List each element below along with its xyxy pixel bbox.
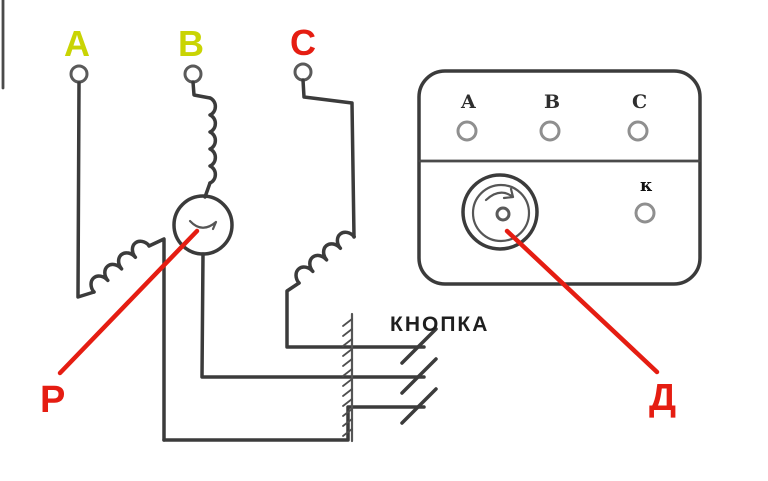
terminal-a xyxy=(69,64,89,84)
relay-annotation: Р xyxy=(40,379,65,421)
dial-callout-line xyxy=(504,228,660,375)
dial-annotation: Д xyxy=(649,377,676,419)
dial-center-dot xyxy=(495,206,511,222)
wire-phase-c-to-switch xyxy=(285,281,426,349)
wire-phase-a-down xyxy=(147,237,166,442)
panel-terminal-c xyxy=(627,120,649,142)
relay-inner-arc xyxy=(188,219,218,231)
panel-terminal-a xyxy=(456,120,478,142)
coil-phase-a xyxy=(89,239,151,294)
dial-pointer-arc xyxy=(484,187,515,202)
coil-phase-b xyxy=(208,96,218,185)
panel-k-label: к xyxy=(640,176,653,196)
panel-label-a: A xyxy=(460,91,476,113)
panel-k-terminal xyxy=(634,202,656,224)
button-label: КНОПКА xyxy=(390,313,489,336)
wire-phase-b xyxy=(191,80,212,100)
coil-phase-c xyxy=(294,230,356,285)
relay-callout-line xyxy=(57,228,200,376)
wire-phase-c xyxy=(301,78,356,239)
panel-terminal-b xyxy=(539,120,561,142)
switch-contact-blades xyxy=(400,327,438,425)
dial-outer-circle xyxy=(461,173,539,251)
wire-relay-to-switch xyxy=(200,252,426,379)
panel-outline xyxy=(417,69,702,286)
phase-b-label: B xyxy=(178,23,204,64)
switch-shaft-hatching xyxy=(342,318,353,437)
phase-a-label: A xyxy=(64,23,90,64)
terminal-c xyxy=(293,62,313,82)
phase-c-label: C xyxy=(290,22,316,63)
wire-phase-a xyxy=(76,81,96,299)
panel-label-b: B xyxy=(544,91,560,113)
terminal-b xyxy=(183,64,203,84)
panel-label-c: C xyxy=(632,91,647,113)
dial-inner-circle xyxy=(471,183,531,243)
bottom-bus-wire xyxy=(162,405,426,442)
